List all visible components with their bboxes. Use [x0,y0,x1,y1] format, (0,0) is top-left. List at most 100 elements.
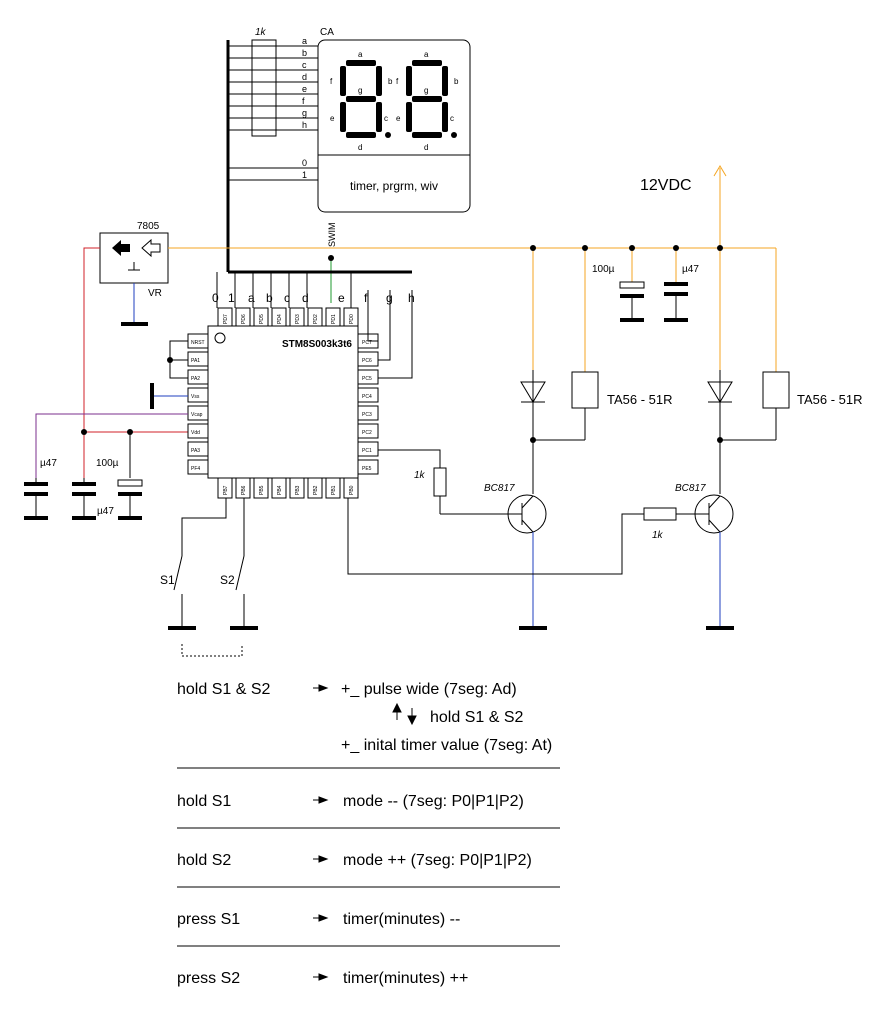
pin-label-PB4: PB4 [277,485,283,495]
instructions-table: hold S1 & S2 +_ pulse wide (7seg: Ad) ho… [177,681,560,987]
instr-row1-text: +_ pulse wide (7seg: Ad) [341,681,517,698]
digit-1-dp [385,132,391,138]
display-caption: timer, prgrm, wiv [350,179,438,193]
top-pin-label-e: e [338,291,345,305]
pin-label-PD0: PD0 [349,314,355,324]
diode-1-icon [520,381,546,403]
pin-label-Vss: Vss [191,394,200,400]
ca-label: CA [320,27,334,38]
arrow-right-icon [313,796,329,804]
cap-u47-mid: µ47 [72,478,114,520]
segment-label-a: a [302,36,307,46]
transistor-2-label: BC817 [675,483,706,494]
pin-label-PA2: PA2 [191,376,200,382]
segment-label-e: e [302,84,307,94]
pin-label-PD3: PD3 [295,314,301,324]
instr-key-1: hold S2 [177,852,231,869]
pc1-wire [378,449,441,468]
relay-2-label: TA56 - 51R [797,392,863,407]
digit-2-label-f: f [396,77,399,86]
pin-Vdd [187,423,209,439]
resistor-array-body [251,39,277,137]
pin-label-Vcap: Vcap [191,412,203,418]
pin-PA1 [187,351,209,367]
cap-u47-label: µ47 [40,458,57,469]
relay-driver-1: TA56 - 51R BC817 1k [414,370,673,630]
pin-label-PD5: PD5 [259,314,265,324]
switch-s2-label: S2 [220,573,235,587]
regulator-label: 7805 [137,221,160,232]
pin-PC3 [357,405,379,421]
arrow-down-icon [407,708,417,726]
top-pin-label-c: c [284,291,290,305]
pin-label-PD6: PD6 [241,314,247,324]
top-pin-label-a: a [248,291,255,305]
arrow-right-icon [313,684,329,692]
pc7-wire [367,290,378,342]
digit-1-segment-a [346,60,376,66]
digit-2-segment-d [412,132,442,138]
segment-label-d: d [302,72,307,82]
digit-1-label-b: b [388,77,393,86]
cap-100u-left: 100µ [96,458,143,520]
pc6-wire [378,290,391,361]
regulator-body [99,232,169,284]
digit-2-segment-a [412,60,442,66]
pin-PC2 [357,423,379,439]
resistor-1-label: 1k [414,470,426,481]
arrow-right-icon [313,973,329,981]
pin-PC5 [357,369,379,385]
arrow-right-icon [313,855,329,863]
cap-100u-right: 100µ [592,264,645,322]
digit-2-segment-f [406,66,412,96]
digit-1-label-g: g [358,86,362,95]
pin-PB0 [343,477,359,499]
pin-PA2 [187,369,209,385]
pin-label-Vdd: Vdd [191,430,200,436]
pin-label-PB0: PB0 [349,485,355,495]
regulator-sub-label: VR [148,288,162,299]
display-body [317,39,471,213]
switch-s1-lever [173,555,183,591]
switch-s2-lever [235,555,245,591]
pin-PF4 [187,459,209,475]
instr-key-2: press S1 [177,911,240,928]
pin-PB4 [271,477,287,499]
mcu: STM8S003k3t6 [207,325,359,479]
pin-PC6 [357,351,379,367]
top-pin-label-1: 1 [228,291,235,305]
pin-label-PC5: PC5 [362,376,372,382]
pin-label-PE5: PE5 [362,466,372,472]
pin-label-PD1: PD1 [331,314,337,324]
pin-PB2 [307,477,323,499]
pin-PB3 [289,477,305,499]
segment-label-h: h [302,120,307,130]
digit-2-label-c: c [450,114,454,123]
junctions [81,245,723,443]
digit-2-dp [451,132,457,138]
segment-label-f: f [302,96,305,106]
common-pin-0: 0 [302,158,307,168]
pin-PB5 [253,477,269,499]
digit-1-segment-d [346,132,376,138]
digit-1-label-e: e [330,114,335,123]
digit-1-segment-f [340,66,346,96]
relay-1-label: TA56 - 51R [607,392,673,407]
resistor-1-body [433,467,447,497]
top-pin-label-b: b [266,291,273,305]
mcu-name: STM8S003k3t6 [282,339,352,350]
pin-label-PA1: PA1 [191,358,200,364]
pin-label-PD7: PD7 [223,314,229,324]
cap-100u-right-label: 100µ [592,264,615,275]
pin-PB1 [325,477,341,499]
voltage-regulator: 7805 VR [99,221,169,299]
instr-text-0: mode -- (7seg: P0|P1|P2) [343,793,524,810]
digit-2-segment-e [406,102,412,132]
relay-2-coil [762,371,790,409]
digit-1-segment-c [376,102,382,132]
digit-1-label-a: a [358,50,363,59]
relay-driver-2: TA56 - 51R BC817 1k [347,370,863,630]
digit-2-label-d: d [424,143,428,152]
